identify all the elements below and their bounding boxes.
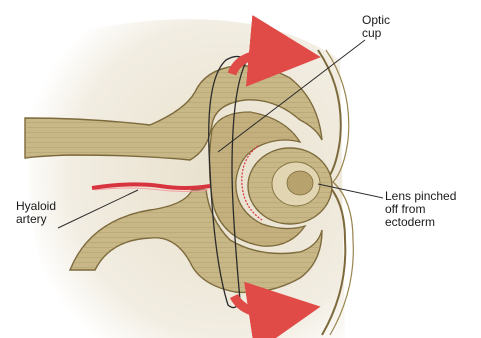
lens-label: Lens pinched off from ectoderm <box>385 190 456 229</box>
lens-vesicle <box>248 148 332 224</box>
optic-cup-label: Optic cup <box>362 14 390 40</box>
hyaloid-artery-label: Hyaloid artery <box>16 200 56 226</box>
